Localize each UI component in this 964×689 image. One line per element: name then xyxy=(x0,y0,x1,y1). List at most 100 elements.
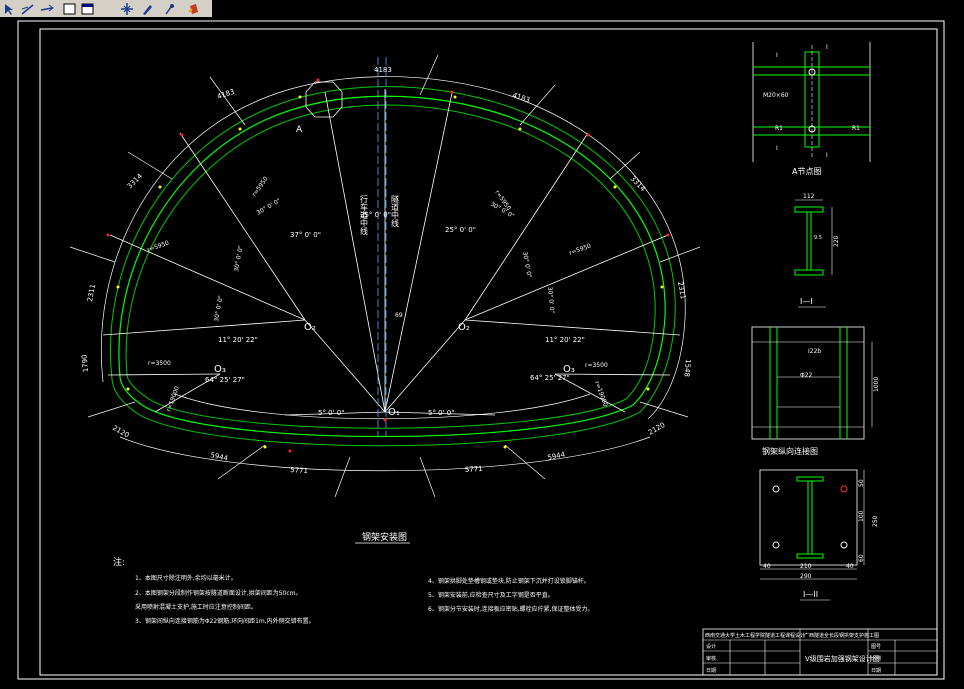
eyedropper-tool-icon[interactable] xyxy=(162,1,177,15)
titleblock-design: 设计 xyxy=(706,643,716,650)
titleblock-review: 审核 xyxy=(706,655,716,662)
dim-right-4: 2120 xyxy=(647,421,666,437)
line-tool-icon[interactable] xyxy=(20,1,35,15)
section-2-title: I—II xyxy=(803,590,818,599)
note-6: 6、钢架分节安装时,连接板应密贴,螺栓应拧紧,保证整体受力。 xyxy=(428,605,594,613)
titleblock-org: 西南交通大学土木工程学院隧道工程课程设计 xyxy=(705,632,805,639)
joint-markers xyxy=(116,95,664,449)
plate-210: 210 xyxy=(800,563,812,570)
titleblock-drawing-no: 图号 xyxy=(871,644,881,650)
plate-290: 290 xyxy=(800,573,812,580)
angle-bottom-right: 5° 0' 0" xyxy=(428,409,454,417)
dim-right-5: 5944 xyxy=(547,450,567,462)
angle-left-2: 30° 0' 0" xyxy=(256,197,283,216)
bolt-markers xyxy=(106,78,670,453)
radius-label-5: r=3500 xyxy=(148,360,171,367)
arch-dimension-line xyxy=(100,76,686,420)
long-1000-label: 1000 xyxy=(873,377,880,392)
radius-label-6: r=3500 xyxy=(585,362,608,369)
svg-text:I: I xyxy=(776,145,778,152)
filled-rectangle-tool-icon[interactable] xyxy=(80,1,95,15)
dim-left-5: 5944 xyxy=(210,451,230,463)
plate-60: 60 xyxy=(858,554,865,562)
svg-text:M20×60: M20×60 xyxy=(763,92,789,99)
radius-label-8: r=19000 xyxy=(593,380,609,408)
angle-left: 37° 0' 0" xyxy=(290,231,321,239)
radius-label-7: r=19000 xyxy=(165,385,181,413)
note-2b: 采用喷射混凝土支护,施工时应注意控制间距。 xyxy=(135,603,257,611)
svg-text:R1: R1 xyxy=(852,125,860,132)
section-1-title: I—I xyxy=(800,297,813,306)
center-o1-label: O₁ xyxy=(388,407,400,418)
svg-text:R1: R1 xyxy=(775,125,783,132)
notes-title: 注: xyxy=(113,556,125,568)
radius-label-3: r=5950 xyxy=(146,239,170,253)
plate-40b: 40 xyxy=(846,563,854,570)
angle-right-5: 11° 20' 22" xyxy=(545,336,585,344)
rectangle-tool-icon[interactable] xyxy=(62,1,77,15)
radius-label-4: r=5950 xyxy=(568,242,592,256)
move-tool-icon[interactable] xyxy=(120,1,135,15)
radial-lines-o2-right xyxy=(384,132,681,413)
cad-drawing: 4183 4183 4183 3314 3314 2311 2311 1790 … xyxy=(17,20,945,680)
angle-right-6: 64° 25' 27" xyxy=(530,374,570,382)
angle-right-3: 30° 0' 0" xyxy=(521,251,533,279)
titleblock-date-2: 日期 xyxy=(871,668,881,674)
invert-dimension-line xyxy=(119,436,651,472)
angle-right: 25° 0' 0" xyxy=(445,226,476,234)
color-fill-tool-icon[interactable] xyxy=(186,1,201,15)
titleblock-title: V级围岩加强钢架设计图 xyxy=(805,654,880,663)
angle-top: 25° 0' 0" xyxy=(360,211,391,219)
tunnel-arch-drawing: 4183 4183 4183 3314 3314 2311 2311 1790 … xyxy=(69,54,701,544)
drawing-toolbar xyxy=(0,0,212,18)
dim-left-3: 1790 xyxy=(80,354,90,372)
plate-40a: 40 xyxy=(763,563,771,570)
dim-right-2: 2311 xyxy=(676,281,687,300)
note-1: 1、本图尺寸除注明外,余均以毫米计。 xyxy=(135,574,237,582)
radius-label-1: r=5950 xyxy=(251,175,270,198)
angle-left-6: 64° 25' 27" xyxy=(205,376,245,384)
plate-100: 100 xyxy=(858,510,865,522)
center-o3-right-label: O₃ xyxy=(563,364,575,375)
dim-top-right: 4183 xyxy=(511,91,530,104)
dim-top: 4183 xyxy=(374,66,392,74)
angle-left-5: 11° 20' 22" xyxy=(218,336,258,344)
svg-text:I: I xyxy=(826,44,828,51)
titleblock-project: 广西隧道全长段钢拱架支护施工图 xyxy=(804,632,879,639)
section-1-1: 112 220 9.5 I—I xyxy=(794,193,840,308)
arch-steel-rib-line xyxy=(118,95,666,438)
svg-text:I: I xyxy=(776,52,778,59)
longitudinal-title: 钢架纵向连接图 xyxy=(762,446,818,456)
radial-lines-o3 xyxy=(107,373,671,413)
arch-outer-line xyxy=(110,86,676,447)
note-4: 4、钢架拱脚处垫槽钢或垫块,防止钢架下沉并打设锁脚锚杆。 xyxy=(428,577,590,585)
radial-lines-o2-left xyxy=(102,132,386,413)
arrow-line-tool-icon[interactable] xyxy=(40,1,55,15)
section-height: 220 xyxy=(833,235,840,247)
dim-left-1: 3314 xyxy=(126,172,145,191)
node-a-marker xyxy=(305,81,343,118)
section-web: 9.5 xyxy=(814,235,822,241)
dim-right-1: 3314 xyxy=(629,175,648,194)
cad-drawing-canvas[interactable]: 4183 4183 4183 3314 3314 2311 2311 1790 … xyxy=(0,17,964,685)
pen-tool-icon[interactable] xyxy=(140,1,155,15)
note-5: 5、钢架安装前,应检查尺寸及工字钢是否平直。 xyxy=(428,591,554,599)
axis-label-left: 行车道中线 xyxy=(360,194,369,235)
long-bar-label: Φ22 xyxy=(800,372,813,379)
titleblock-scale: 比例 xyxy=(871,655,881,662)
longitudinal-connection-detail: I22b Φ22 1000 钢架纵向连接图 xyxy=(751,326,880,456)
title-block: 西南交通大学土木工程学院隧道工程课程设计 设计 审核 日期 广西隧道全长段钢拱架… xyxy=(702,628,938,676)
notes: 注: 1、本图尺寸除注明外,余均以毫米计。 2、本图钢架分段制作钢架按隧道断面设… xyxy=(113,556,594,625)
leader-lines xyxy=(69,54,701,498)
note-3: 3、钢架间纵向连接钢筋为Φ22钢筋,环向间距1m,内外侧交错布置。 xyxy=(135,617,315,625)
invert-radius-arc xyxy=(174,393,591,420)
center-o3-left-label: O₃ xyxy=(214,364,226,375)
note-2: 2、本图钢架分段制作钢架按隧道断面设计,拱架间距为50cm。 xyxy=(135,589,302,597)
center-o2-left-label: O₂ xyxy=(304,322,316,333)
dim-right-6: 5771 xyxy=(465,465,483,474)
dim-left-6: 5771 xyxy=(290,466,308,475)
plate-50: 50 xyxy=(858,479,865,487)
sheet-outer-border xyxy=(17,20,945,680)
pointer-tool-icon[interactable] xyxy=(2,1,17,15)
titleblock-date: 日期 xyxy=(706,668,716,674)
